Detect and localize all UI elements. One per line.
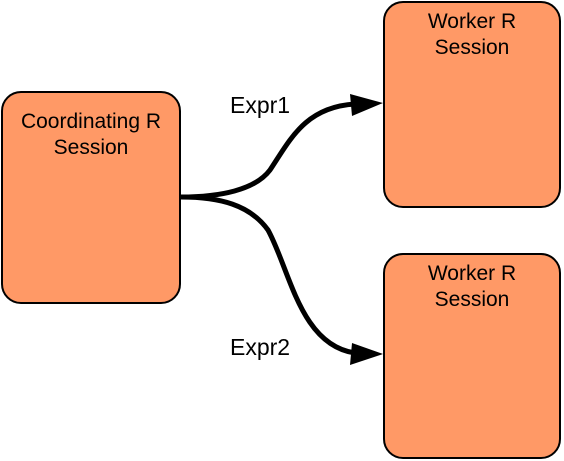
worker-session-node-2: Worker R Session bbox=[383, 253, 561, 459]
edge-expr1-arrowhead bbox=[350, 94, 383, 116]
edge-label-expr1: Expr1 bbox=[230, 92, 291, 118]
worker-session-1-label-line1: Worker R bbox=[427, 10, 517, 33]
worker-session-2-label-line1: Worker R bbox=[427, 262, 517, 285]
coordinating-session-label-line1: Coordinating R bbox=[20, 110, 162, 133]
edge-expr2-arrow bbox=[180, 194, 356, 356]
worker-session-node-1: Worker R Session bbox=[383, 1, 561, 208]
coordinating-session-label-line2: Session bbox=[53, 136, 129, 159]
coordinating-session-node: Coordinating R Session bbox=[1, 91, 181, 304]
edge-expr1-arrow bbox=[180, 101, 356, 200]
edge-expr2-arrowhead bbox=[350, 343, 383, 365]
worker-session-2-label-line2: Session bbox=[434, 288, 510, 311]
edge-label-expr2: Expr2 bbox=[230, 334, 291, 360]
worker-session-1-label-line2: Session bbox=[434, 36, 510, 59]
